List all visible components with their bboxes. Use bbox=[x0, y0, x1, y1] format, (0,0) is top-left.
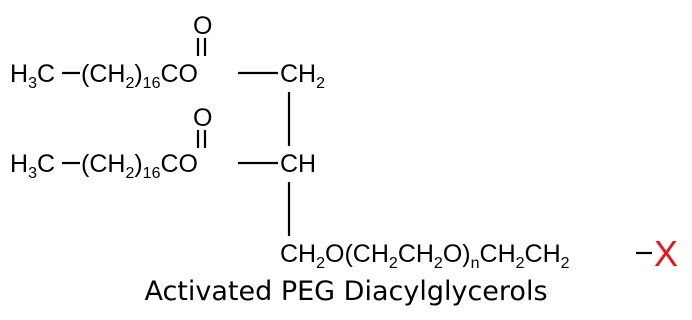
chain-1-carbonyl-oxygen: O bbox=[193, 12, 212, 40]
chain-2-formula-left: H3C bbox=[10, 150, 55, 182]
peg-formula: CH2O(CH2CH2O)nCH2CH2 bbox=[280, 240, 570, 270]
chain-2-carbonyl-oxygen: O bbox=[193, 104, 212, 132]
diagram-caption: Activated PEG Diacylglycerols bbox=[144, 276, 548, 307]
acyl-chain-1: O H3C (CH2)16CO bbox=[10, 12, 278, 92]
peg-chain: CH2O(CH2CH2O)nCH2CH2 X bbox=[280, 233, 678, 270]
glycerol-middle-carbon: CH bbox=[280, 150, 316, 178]
chain-1-formula-left: H3C bbox=[10, 60, 55, 92]
terminal-x-group: X bbox=[654, 233, 678, 270]
chain-2-formula-middle: (CH2)16CO bbox=[81, 150, 198, 182]
glycerol-top-carbon: CH2 bbox=[280, 60, 325, 92]
chemical-structure: O H3C (CH2)16CO CH2 O H3C (CH2)16CO CH C… bbox=[10, 12, 678, 270]
acyl-chain-2: O H3C (CH2)16CO bbox=[10, 104, 278, 182]
chain-1-formula-middle: (CH2)16CO bbox=[81, 60, 198, 92]
